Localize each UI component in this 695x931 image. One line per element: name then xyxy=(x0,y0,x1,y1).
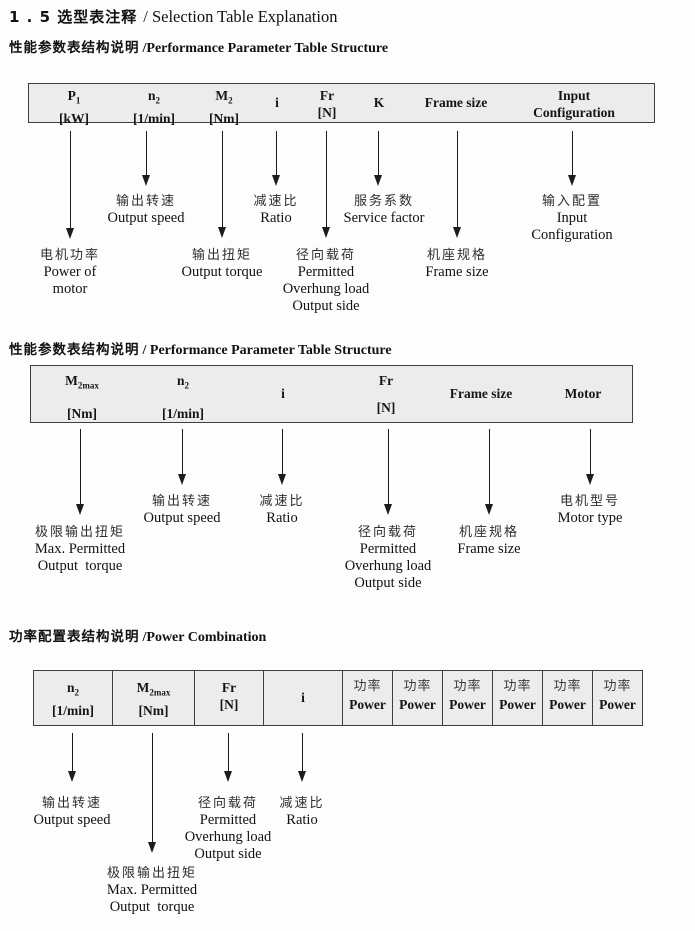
performance-table-1: P1 [kW] n2 [1/min] M2 [Nm] i Fr [N] K Fr… xyxy=(28,83,655,126)
callout-ratio-3: 减速比 Ratio xyxy=(279,796,325,828)
arrow-s1-input-configuration xyxy=(572,131,573,175)
table2-col-frame-size: Frame size xyxy=(449,386,513,401)
table1-col-frame-size: Frame size xyxy=(424,95,488,110)
arrowhead-s3-i xyxy=(297,771,306,782)
table1-col-k: K xyxy=(373,95,385,110)
table3-col-n2: n2 [1/min] xyxy=(34,671,113,725)
arrow-s1-n2 xyxy=(146,131,147,175)
arrow-s2-i xyxy=(282,429,283,474)
arrow-s3-n2 xyxy=(72,733,73,771)
callout-output-speed-3: 输出转速 Output speed xyxy=(33,796,111,828)
table1-col-i: i xyxy=(275,95,279,110)
power-combination-table: n2 [1/min] M2max [Nm] Fr [N] i 功率 Power … xyxy=(33,670,643,726)
table3-col-power-5: 功率 Power xyxy=(543,671,593,725)
arrow-s1-frame-size xyxy=(457,131,458,227)
arrowhead-s1-k xyxy=(373,175,382,186)
arrowhead-s2-i xyxy=(277,474,286,485)
arrowhead-s2-frame-size xyxy=(484,504,493,515)
table1-col-p1: P1 [kW] xyxy=(59,88,89,126)
section-1-heading-cn: 性能参数表结构说明 xyxy=(9,40,140,56)
table1-col-fr: Fr [N] xyxy=(317,88,337,120)
section-3-heading: 功率配置表结构说明/Power Combination xyxy=(9,625,266,646)
page-title-en: / Selection Table Explanation xyxy=(143,7,338,26)
table2-col-n2: n2 [1/min] xyxy=(162,373,204,421)
table3-col-fr: Fr [N] xyxy=(195,671,264,725)
table3-col-power-6: 功率 Power xyxy=(599,679,636,712)
arrowhead-s1-p1 xyxy=(65,228,74,239)
callout-motor-type: 电机型号 Motor type xyxy=(557,494,623,526)
callout-ratio: 减速比 Ratio xyxy=(253,194,299,226)
callout-frame-size-2: 机座规格 Frame size xyxy=(457,525,521,557)
callout-max-permitted-output-torque-3: 极限输出扭矩 Max. Permitted Output torque xyxy=(106,866,198,915)
arrowhead-s1-i xyxy=(271,175,280,186)
section-3-heading-cn: 功率配置表结构说明 xyxy=(9,629,140,645)
callout-output-speed: 输出转速 Output speed xyxy=(107,194,185,226)
arrowhead-s2-n2 xyxy=(177,474,186,485)
table3-col-power-2: 功率 Power xyxy=(393,671,443,725)
section-2-heading-en: / Performance Parameter Table Structure xyxy=(142,343,392,358)
table3-col-m2max: M2max [Nm] xyxy=(113,671,195,725)
table2-col-fr: Fr [N] xyxy=(376,373,396,415)
callout-overhung-load-2: 径向载荷 Permitted Overhung load Output side xyxy=(344,525,432,591)
arrow-s2-frame-size xyxy=(489,429,490,504)
callout-frame-size: 机座规格 Frame size xyxy=(425,248,489,280)
arrow-s2-n2 xyxy=(182,429,183,474)
arrow-s1-m2 xyxy=(222,131,223,227)
table3-col-power-1: 功率 Power xyxy=(343,671,393,725)
callout-input-configuration: 输入配置 Input Configuration xyxy=(531,194,613,243)
section-1-heading: 性能参数表结构说明/Performance Parameter Table St… xyxy=(9,36,388,57)
arrowhead-s2-fr xyxy=(383,504,392,515)
arrow-s3-i xyxy=(302,733,303,771)
callout-output-speed-2: 输出转速 Output speed xyxy=(143,494,221,526)
arrow-s1-k xyxy=(378,131,379,175)
arrow-s1-i xyxy=(276,131,277,175)
table2-col-i: i xyxy=(281,386,285,401)
callout-overhung-load-3: 径向载荷 Permitted Overhung load Output side xyxy=(184,796,272,862)
arrowhead-s1-m2 xyxy=(217,227,226,238)
arrowhead-s3-n2 xyxy=(67,771,76,782)
arrow-s2-fr xyxy=(388,429,389,504)
section-2-heading-cn: 性能参数表结构说明 xyxy=(9,342,140,358)
callout-output-torque: 输出扭矩 Output torque xyxy=(181,248,263,280)
performance-table-2: M2max [Nm] n2 [1/min] i Fr [N] Frame siz… xyxy=(30,365,633,423)
section-1-heading-en: /Performance Parameter Table Structure xyxy=(142,41,389,56)
arrow-s1-p1 xyxy=(70,131,71,228)
section-3-heading-en: /Power Combination xyxy=(142,630,267,645)
arrowhead-s1-n2 xyxy=(141,175,150,186)
arrowhead-s1-frame-size xyxy=(452,227,461,238)
table2-col-m2max: M2max [Nm] xyxy=(65,373,99,421)
table3-col-i: i xyxy=(264,671,343,725)
table1-col-m2: M2 [Nm] xyxy=(209,88,239,126)
arrow-s3-fr xyxy=(228,733,229,771)
arrow-s3-m2max xyxy=(152,733,153,842)
arrowhead-s3-m2max xyxy=(147,842,156,853)
arrowhead-s1-fr xyxy=(321,227,330,238)
arrowhead-s2-m2max xyxy=(75,504,84,515)
arrowhead-s1-input-configuration xyxy=(567,175,576,186)
callout-service-factor: 服务系数 Service factor xyxy=(343,194,425,226)
arrowhead-s2-motor xyxy=(585,474,594,485)
page-title: 1 . 5 选型表注释 / Selection Table Explanation xyxy=(9,6,337,27)
section-2-heading: 性能参数表结构说明/ Performance Parameter Table S… xyxy=(9,338,392,359)
callout-overhung-load: 径向载荷 Permitted Overhung load Output side xyxy=(282,248,370,314)
arrow-s1-fr xyxy=(326,131,327,227)
arrow-s2-m2max xyxy=(80,429,81,504)
table3-col-power-4: 功率 Power xyxy=(493,671,543,725)
page-title-cn: 1 . 5 选型表注释 xyxy=(9,8,138,26)
arrow-s2-motor xyxy=(590,429,591,474)
callout-max-permitted-output-torque: 极限输出扭矩 Max. Permitted Output torque xyxy=(34,525,126,574)
table1-col-n2: n2 [1/min] xyxy=(133,88,175,126)
table1-col-input-configuration: Input Configuration xyxy=(533,88,615,120)
table2-col-motor: Motor xyxy=(564,386,602,401)
callout-power-of-motor: 电机功率 Power of motor xyxy=(39,248,100,297)
arrowhead-s3-fr xyxy=(223,771,232,782)
table3-col-power-3: 功率 Power xyxy=(443,671,493,725)
callout-ratio-2: 减速比 Ratio xyxy=(259,494,305,526)
